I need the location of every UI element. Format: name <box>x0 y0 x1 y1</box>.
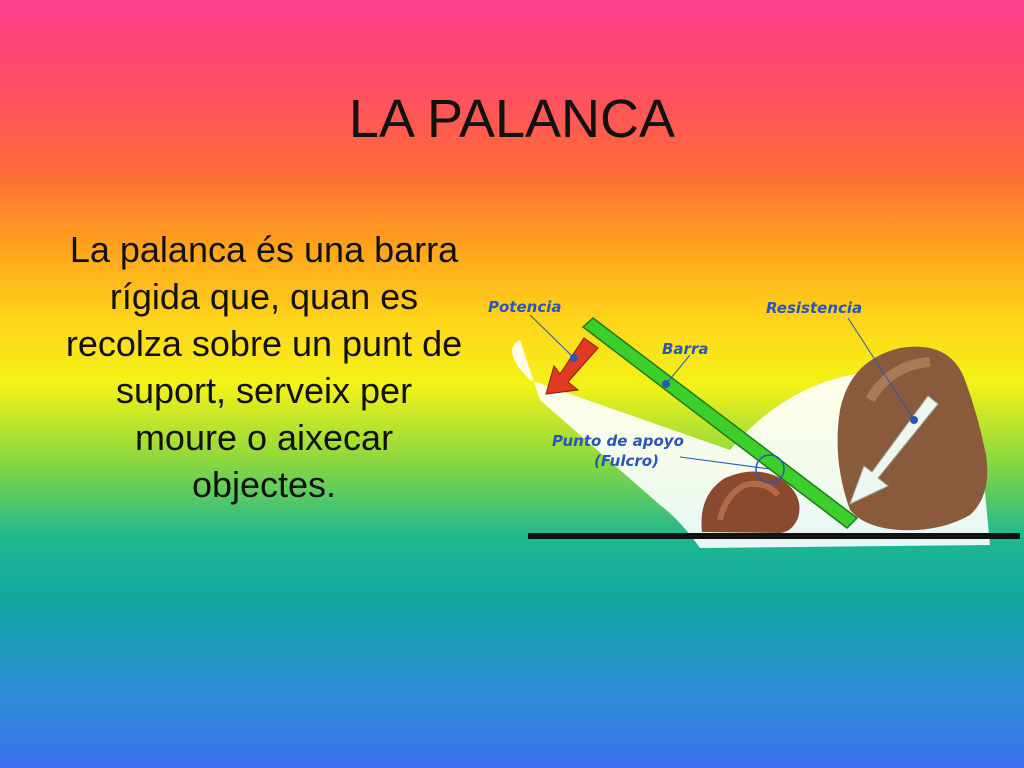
label-potencia: Potencia <box>488 298 561 316</box>
resistance-rock <box>837 346 988 531</box>
label-punto-de-apoyo: Punto de apoyo <box>552 432 684 450</box>
slide-title: LA PALANCA <box>348 89 676 149</box>
fulcrum-marker <box>755 454 785 484</box>
lever-diagram: Potencia Barra Resistencia Punto de apoy… <box>488 298 1020 548</box>
potencia-point <box>570 354 578 362</box>
slide-body-text: La palanca és una barra rígida que, quan… <box>65 229 463 505</box>
label-barra: Barra <box>662 340 708 358</box>
resistencia-point <box>910 416 918 424</box>
label-resistencia: Resistencia <box>766 299 862 317</box>
barra-point <box>662 380 670 388</box>
fulcrum-rock <box>701 471 800 533</box>
force-arrow-icon <box>545 337 599 395</box>
label-fulcro: (Fulcro) <box>594 452 659 470</box>
